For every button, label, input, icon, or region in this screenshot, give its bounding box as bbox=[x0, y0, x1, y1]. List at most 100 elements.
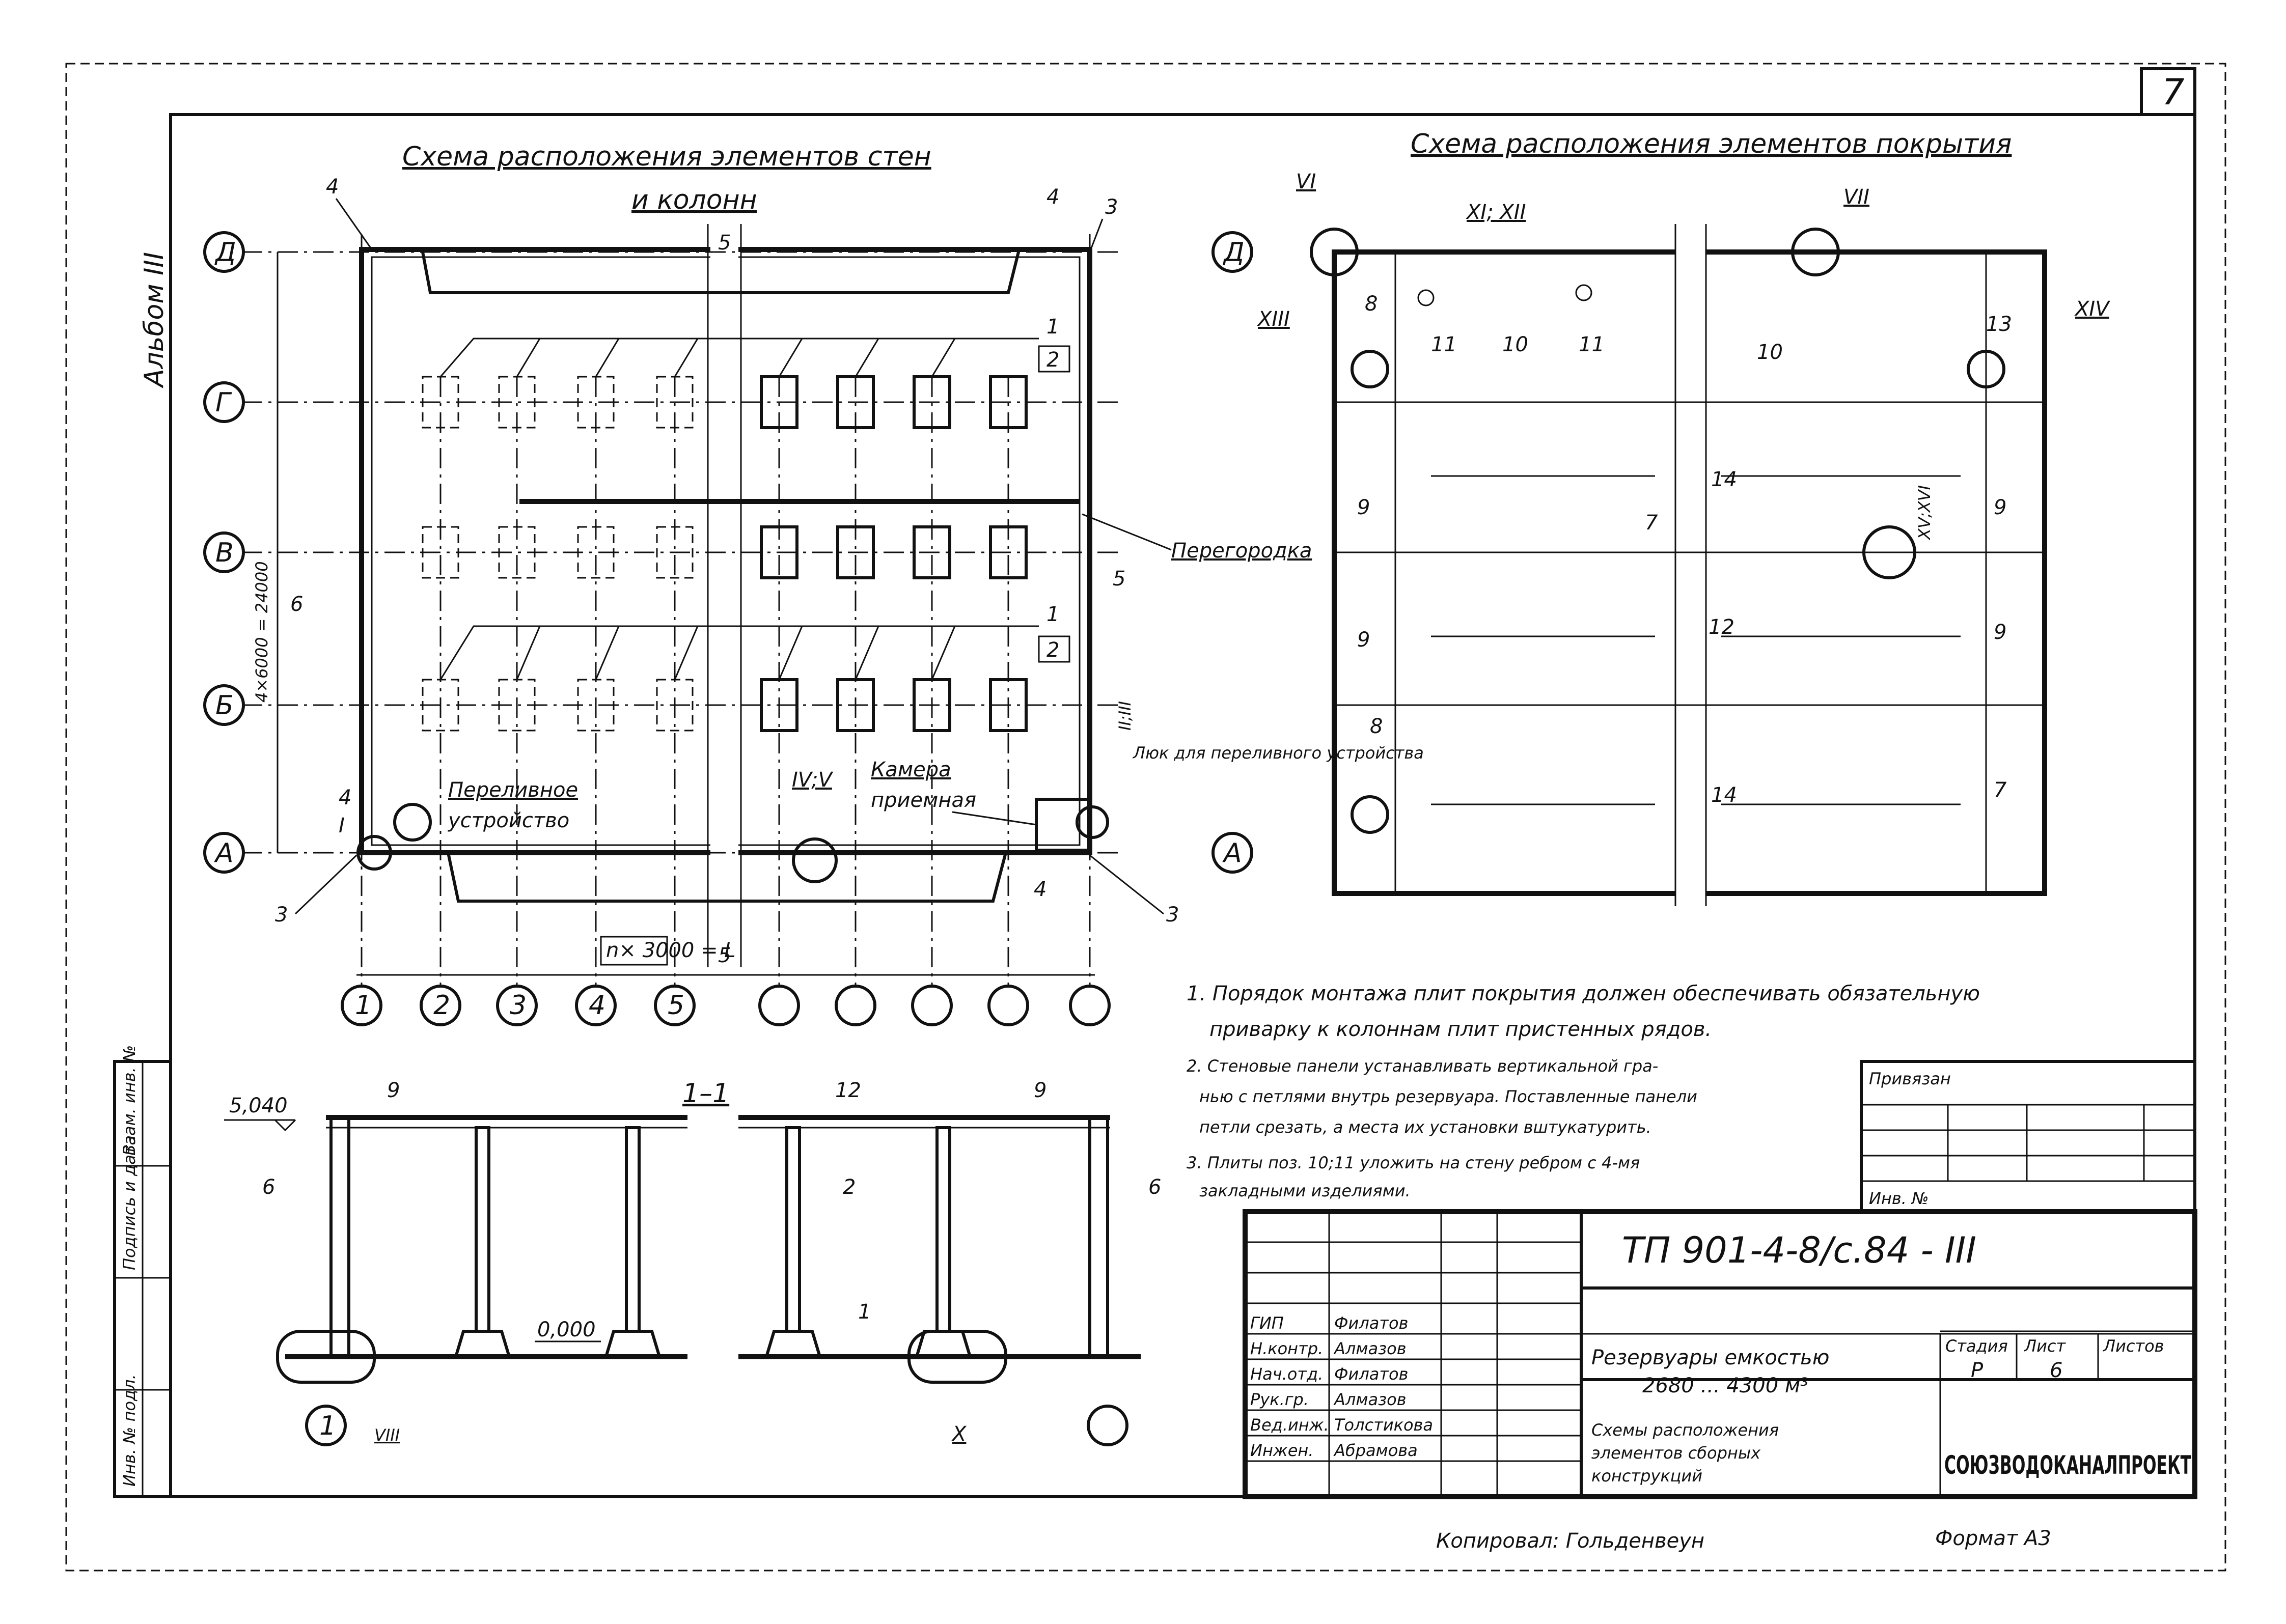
name-3: Филатов bbox=[1334, 1364, 1408, 1384]
sheet-desc-3: конструкций bbox=[1591, 1466, 1702, 1486]
node-i-label: I bbox=[339, 814, 345, 837]
axis-bubble-1-section bbox=[305, 1405, 347, 1446]
roles-table: ГИП Филатов Н.контр. Алмазов Нач.отд. Фи… bbox=[1245, 1212, 1581, 1497]
section-1-1: 1–1 5,040 0,000 1 9 12 9 6 2 bbox=[224, 1078, 1161, 1446]
name-2: Алмазов bbox=[1333, 1339, 1407, 1358]
callout-4-bottomright: 4 bbox=[1034, 878, 1046, 901]
hatch-label: Люк для переливного устройства bbox=[1133, 743, 1424, 763]
stage-header: Стадия bbox=[1945, 1336, 2008, 1356]
callout-4-bottomleft: 4 bbox=[339, 786, 351, 809]
node-xiii-label: XIII bbox=[1257, 307, 1290, 331]
right-plan-title: Схема расположения элементов покрытия bbox=[1411, 129, 2012, 159]
node-vi-label: VI bbox=[1296, 170, 1316, 193]
org-name: СОЮЗВОДОКАНАЛПРОЕКТ bbox=[1944, 1450, 2191, 1480]
axis-label-d: Д bbox=[214, 237, 236, 268]
axis-label-b: Б bbox=[215, 690, 234, 721]
height-formula: 4×6000 = 24000 bbox=[252, 561, 271, 703]
callout-2-top: 2 bbox=[1046, 348, 1059, 372]
title-block: ГИП Филатов Н.контр. Алмазов Нач.отд. Фи… bbox=[1243, 1209, 2197, 1499]
node-xiv-circle bbox=[1967, 350, 2005, 388]
receiving-chamber-label-2: приемная bbox=[871, 789, 976, 812]
node-x-outline bbox=[907, 1330, 1007, 1384]
overflow-device-label-1: Переливное bbox=[448, 778, 578, 802]
sheets-header: Листов bbox=[2103, 1336, 2164, 1356]
plate-13: 13 bbox=[1986, 313, 2012, 336]
privyazan-block: Привязан Инв. № bbox=[1860, 1060, 2196, 1213]
callout-5-right: 5 bbox=[1113, 567, 1125, 591]
callout-5-bottom: 5 bbox=[718, 944, 731, 967]
node-xiv-label: XIV bbox=[2074, 297, 2110, 321]
notes: 1. Порядок монтажа плит покрытия должен … bbox=[1187, 982, 1980, 1200]
plate-9-d: 9 bbox=[1994, 621, 2006, 644]
outer-frame bbox=[65, 63, 2226, 1572]
overflow-device-symbol bbox=[393, 803, 432, 842]
left-plan-title-2: и колонн bbox=[631, 185, 757, 215]
name-4: Алмазов bbox=[1333, 1390, 1407, 1409]
section-title: 1–1 bbox=[682, 1078, 729, 1109]
node-vii-label: VII bbox=[1843, 185, 1869, 209]
plate-9-b: 9 bbox=[1994, 496, 2006, 519]
elev-top: 5,040 bbox=[229, 1094, 288, 1117]
callout-2-mid: 2 bbox=[1046, 638, 1059, 662]
receiving-chamber bbox=[1035, 798, 1091, 852]
object-name-1: Резервуары емкостью bbox=[1591, 1346, 1829, 1369]
note-2b: нью с петлями внутрь резервуара. Поставл… bbox=[1199, 1087, 1697, 1106]
sec-callout-9-left: 9 bbox=[387, 1079, 400, 1102]
inner-frame bbox=[169, 113, 2196, 1498]
node-xv-xvi-label: XV;XVI bbox=[1915, 485, 1934, 541]
note-3b: закладными изделиями. bbox=[1199, 1181, 1411, 1200]
callout-1-top: 1 bbox=[1046, 315, 1059, 339]
sec-callout-2: 2 bbox=[843, 1175, 856, 1199]
note-2a: 2. Стеновые панели устанавливать вертика… bbox=[1187, 1056, 1658, 1076]
plate-14-top: 14 bbox=[1711, 468, 1737, 491]
sheet-header: Лист bbox=[2024, 1336, 2066, 1356]
elev-zero: 0,000 bbox=[537, 1318, 596, 1341]
sheet-desc-1: Схемы расположения bbox=[1591, 1420, 1779, 1440]
role-6: Инжен. bbox=[1250, 1441, 1313, 1460]
svg-text:1: 1 bbox=[319, 1411, 336, 1441]
drawing-code: ТП 901-4-8/с.84 - III bbox=[1622, 1229, 1976, 1271]
callout-1-mid: 1 bbox=[1046, 603, 1059, 626]
sheet-value: 6 bbox=[2050, 1359, 2062, 1382]
plate-10-b: 10 bbox=[1757, 341, 1783, 364]
name-5: Толстикова bbox=[1334, 1415, 1433, 1435]
sec-callout-6-right: 6 bbox=[1148, 1175, 1161, 1199]
receiving-chamber-label-1: Камера bbox=[871, 758, 951, 781]
side-stamp-3: Инв. № подл. bbox=[120, 1374, 139, 1487]
callout-3-bottomright: 3 bbox=[1166, 903, 1179, 927]
axis-label-g: Г bbox=[215, 387, 232, 418]
name-6: Абрамова bbox=[1333, 1441, 1418, 1460]
node-vi-circle bbox=[1310, 228, 1359, 276]
role-5: Вед.инж. bbox=[1250, 1415, 1329, 1435]
sec-callout-viii: VIII bbox=[374, 1425, 400, 1445]
node-xi-xii-label: XI; XII bbox=[1466, 201, 1526, 224]
privyazan-label: Привязан bbox=[1869, 1069, 1951, 1088]
left-plan-title: Схема расположения элементов стен bbox=[402, 142, 931, 172]
sec-callout-x: X bbox=[951, 1422, 967, 1446]
axis-num-2: 2 bbox=[433, 990, 450, 1021]
page-number-box bbox=[2140, 67, 2196, 116]
callout-4-topright: 4 bbox=[1046, 185, 1059, 209]
sheet-desc-2: элементов сборных bbox=[1591, 1443, 1761, 1463]
inv-no-label: Инв. № bbox=[1869, 1189, 1929, 1208]
format-label: Формат А3 bbox=[1935, 1527, 2051, 1550]
plate-11-b: 11 bbox=[1579, 333, 1605, 356]
svg-text:А: А bbox=[1222, 838, 1242, 869]
left-plan: Схема расположения элементов стен и коло… bbox=[203, 142, 1312, 1026]
role-1: ГИП bbox=[1250, 1313, 1284, 1333]
object-name-2: 2680 ... 4300 м³ bbox=[1642, 1374, 1808, 1397]
callout-6-left: 6 bbox=[290, 593, 303, 616]
side-stamp: Взам. инв. № Подпись и дата Инв. № подл. bbox=[113, 1045, 172, 1498]
plate-7-bottom: 7 bbox=[1994, 778, 2007, 802]
hatch-circle bbox=[1351, 795, 1389, 834]
note-1b: приварку к колоннам плит пристенных рядо… bbox=[1209, 1018, 1712, 1041]
svg-text:Д: Д bbox=[1223, 237, 1245, 268]
plate-9-c: 9 bbox=[1357, 628, 1370, 652]
plate-7-center: 7 bbox=[1645, 511, 1658, 535]
axis-label-v: В bbox=[215, 538, 234, 568]
axis-num-5: 5 bbox=[668, 990, 684, 1021]
column-footings-left bbox=[422, 376, 694, 732]
copied-by: Копировал: Гольденвеун bbox=[1436, 1529, 1704, 1553]
axis-bubble-d-right bbox=[1211, 231, 1253, 273]
